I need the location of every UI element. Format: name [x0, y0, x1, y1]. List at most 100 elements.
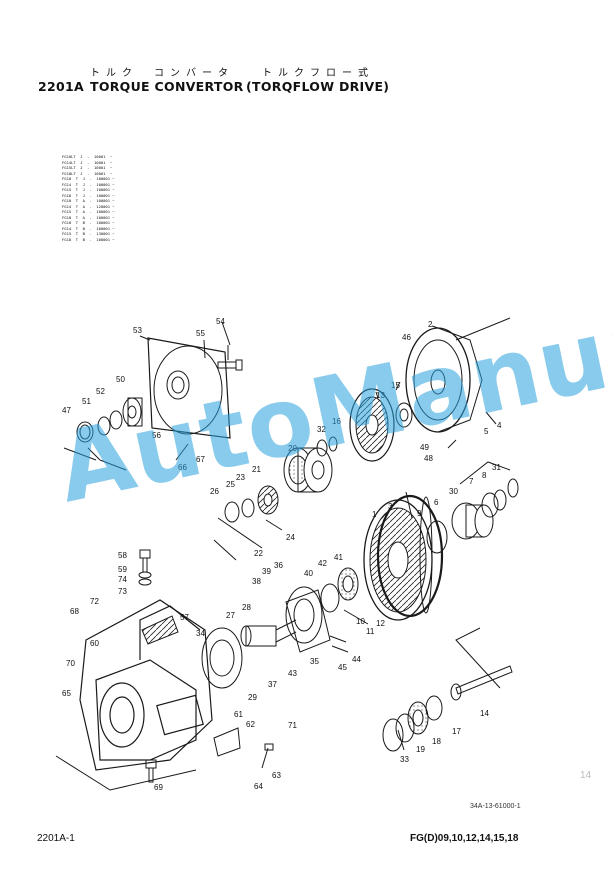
callout-12: 12 [376, 619, 385, 628]
callout-48: 48 [424, 454, 433, 463]
margin-note: 14 [580, 770, 592, 781]
drawing-reference-code: 34A-13-61000-1 [470, 803, 521, 810]
callout-37: 37 [268, 680, 277, 689]
seal-ring [376, 494, 444, 618]
callout-labels: 1 2 3 4 5 6 7 8 9 10 11 12 13 14 15 16 1… [62, 317, 502, 792]
callout-28: 28 [242, 603, 251, 612]
callout-69: 69 [154, 783, 163, 792]
callout-27: 27 [226, 611, 235, 620]
callout-25: 25 [226, 480, 235, 489]
callout-39: 39 [262, 567, 271, 576]
callout-67: 67 [196, 455, 205, 464]
bearing-15 [395, 402, 413, 428]
callout-46: 46 [402, 333, 411, 342]
callout-24: 24 [286, 533, 295, 542]
bearing-group [285, 567, 359, 653]
callout-9: 9 [417, 509, 422, 518]
cover-61 [213, 727, 241, 757]
callout-18: 18 [432, 737, 441, 746]
callout-42: 42 [318, 559, 327, 568]
flange-set [76, 397, 143, 461]
callout-41: 41 [334, 553, 343, 562]
converter-cover [405, 327, 483, 433]
serial-row: FG14 T B - 100001 ~ [62, 225, 115, 231]
serial-row: FG15LT J - 10001 ~ [62, 165, 113, 170]
callout-11: 11 [366, 627, 375, 636]
callout-44: 44 [352, 655, 361, 664]
callout-16: 16 [332, 417, 341, 426]
callout-17: 17 [452, 727, 461, 736]
gasket-34 [201, 627, 243, 689]
bolt-54-55 [217, 345, 243, 371]
callout-23: 23 [236, 473, 245, 482]
callout-4: 4 [497, 421, 502, 430]
callout-15: 15 [391, 381, 400, 390]
callout-56: 56 [152, 431, 161, 440]
callout-68: 68 [70, 607, 79, 616]
callout-53: 53 [133, 326, 142, 335]
callout-71: 71 [288, 721, 297, 730]
callout-65: 65 [62, 689, 71, 698]
transmission-housing [79, 599, 213, 771]
callout-8: 8 [482, 471, 487, 480]
serial-row: FG14 T J - 100001 ~ [62, 181, 115, 187]
serial-row: FG18LT J - 10001 ~ [62, 170, 113, 176]
callout-72: 72 [90, 597, 99, 606]
serial-row: FG14LT J - 10001 ~ [62, 159, 113, 165]
callout-7: 7 [469, 477, 474, 486]
callout-60: 60 [90, 639, 99, 648]
callout-1: 1 [372, 510, 377, 519]
callout-58: 58 [118, 551, 127, 560]
callout-73: 73 [118, 587, 127, 596]
callout-2: 2 [428, 320, 433, 329]
stator-parts [217, 485, 279, 549]
flex-plate [147, 337, 231, 439]
callout-57: 57 [180, 613, 189, 622]
page-number: 2201A-1 [37, 833, 75, 844]
serial-row: FG15 T B - 130001 ~ [62, 231, 115, 236]
callout-64: 64 [254, 782, 263, 791]
callout-5: 5 [484, 427, 489, 436]
callout-29: 29 [248, 693, 257, 702]
callout-34: 34 [196, 629, 205, 638]
callout-38: 38 [252, 577, 261, 586]
callout-30: 30 [449, 487, 458, 496]
page-subtitle: (TORQFLOW DRIVE) [246, 79, 390, 94]
impeller [363, 496, 433, 621]
callout-49: 49 [420, 443, 429, 452]
callout-47: 47 [62, 406, 71, 415]
shaft-27 [240, 619, 297, 647]
callout-61: 61 [234, 710, 243, 719]
callout-10: 10 [356, 617, 365, 626]
callout-62: 62 [246, 720, 255, 729]
serial-row: FG18 T A - 100001 ~ [62, 214, 115, 220]
callout-59: 59 [118, 565, 127, 574]
callout-45: 45 [338, 663, 347, 672]
callout-22: 22 [254, 549, 263, 558]
bearing-20 [283, 447, 333, 493]
bolts [138, 549, 349, 783]
callout-52: 52 [96, 387, 105, 396]
section-code: 2201A [38, 79, 84, 94]
serial-row: FG15 T A - 100001 ~ [62, 209, 115, 214]
callout-43: 43 [288, 669, 297, 678]
serial-applicability-list: FG10LT J - 10001 ~ FG14LT J - 10001 ~ FG… [62, 154, 115, 242]
callout-33: 33 [400, 755, 409, 764]
callout-36: 36 [274, 561, 283, 570]
callout-13: 13 [376, 391, 385, 400]
callout-54: 54 [216, 317, 225, 326]
pump-drive-parts [426, 478, 519, 554]
output-shaft [382, 665, 513, 752]
callout-3: 3 [388, 502, 393, 511]
serial-row: FG10 T B - 100001 ~ [62, 220, 115, 225]
callout-6: 6 [434, 498, 439, 507]
callout-26: 26 [210, 487, 219, 496]
callout-63: 63 [272, 771, 281, 780]
serial-row: FG18 T B - 100001 ~ [62, 236, 115, 242]
callout-20: 20 [288, 444, 297, 453]
callout-74: 74 [118, 575, 127, 584]
serial-row: FG18 T J - 100001 ~ [62, 192, 115, 198]
callout-55: 55 [196, 329, 205, 338]
page-title: TORQUE CONVERTOR [90, 79, 244, 94]
